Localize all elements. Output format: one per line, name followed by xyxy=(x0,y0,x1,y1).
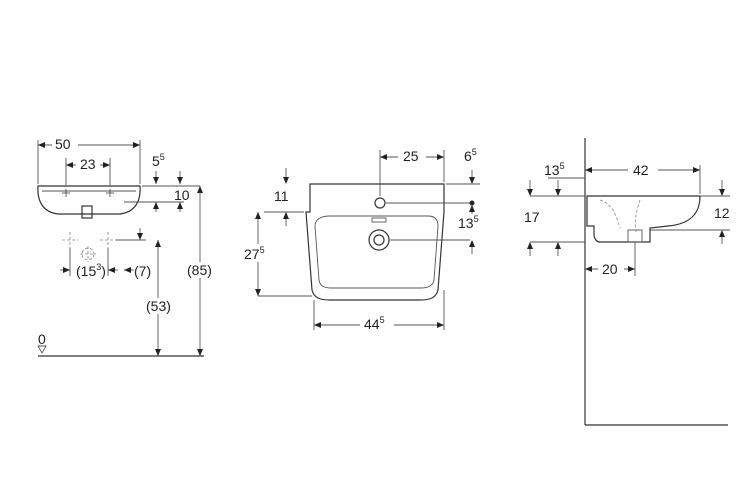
dim-bowl-height-label: 10 xyxy=(174,187,190,203)
dim-width-label: 50 xyxy=(55,136,71,152)
dim-rear-depth-label: 11 xyxy=(274,188,289,204)
dim-fix-spacing-label: (153) xyxy=(76,262,106,279)
side-waste-outlet xyxy=(627,229,643,243)
dim-total-height-label: (85) xyxy=(187,262,212,278)
top-basin-outline xyxy=(305,183,445,301)
dim-fix-height-label: (53) xyxy=(146,298,171,314)
top-view: 25 65 11 135 275 445 xyxy=(242,147,480,332)
side-view: 135 42 17 12 20 xyxy=(524,138,730,426)
front-basin-outline xyxy=(37,185,141,215)
fixing-points: (153) (7) xyxy=(60,228,151,279)
dim-right-height-label: 12 xyxy=(714,205,730,221)
floor-level-label: 0 xyxy=(38,331,46,347)
dim-overflow-label: 135 xyxy=(458,214,479,231)
dim-inner-width-label: 445 xyxy=(364,315,385,332)
overflow-slot xyxy=(371,217,387,223)
dim-left-height-label: 17 xyxy=(524,209,540,225)
top-inner-bowl xyxy=(314,215,439,289)
front-waste-outlet xyxy=(81,205,93,219)
floor-level-marker xyxy=(37,345,47,354)
tap-hole xyxy=(374,197,386,209)
front-tap-marks xyxy=(62,189,114,197)
tap-axis-marker xyxy=(469,200,475,206)
dim-tap-offset-label: 25 xyxy=(403,148,419,164)
dim-back-label: 65 xyxy=(464,147,477,164)
top-waste-outlet xyxy=(368,229,390,251)
side-basin-outline xyxy=(586,195,701,243)
dim-fix-offset-label: (7) xyxy=(134,263,151,279)
dim-depth-label: 275 xyxy=(244,245,265,262)
dim-rim-label: 55 xyxy=(152,152,165,169)
dim-waste-offset-label: 20 xyxy=(602,261,618,277)
dim-side-rim-label: 135 xyxy=(544,161,565,178)
dim-tap-spacing-label: 23 xyxy=(80,156,96,172)
front-view: 50 23 55 10 xyxy=(37,136,216,357)
dim-projection-label: 42 xyxy=(633,162,649,178)
